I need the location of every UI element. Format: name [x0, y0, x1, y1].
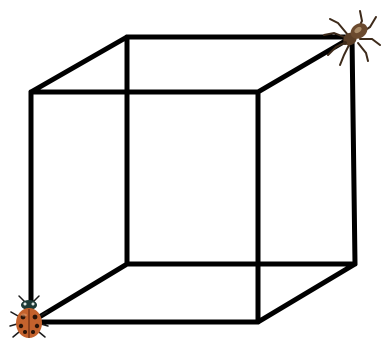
edge-back-right	[352, 37, 355, 264]
edge-depth-bottom-right	[258, 264, 355, 322]
back-face	[127, 37, 355, 264]
depth-edges	[31, 37, 355, 322]
front-face	[31, 92, 258, 322]
edge-depth-top-left	[31, 37, 127, 92]
